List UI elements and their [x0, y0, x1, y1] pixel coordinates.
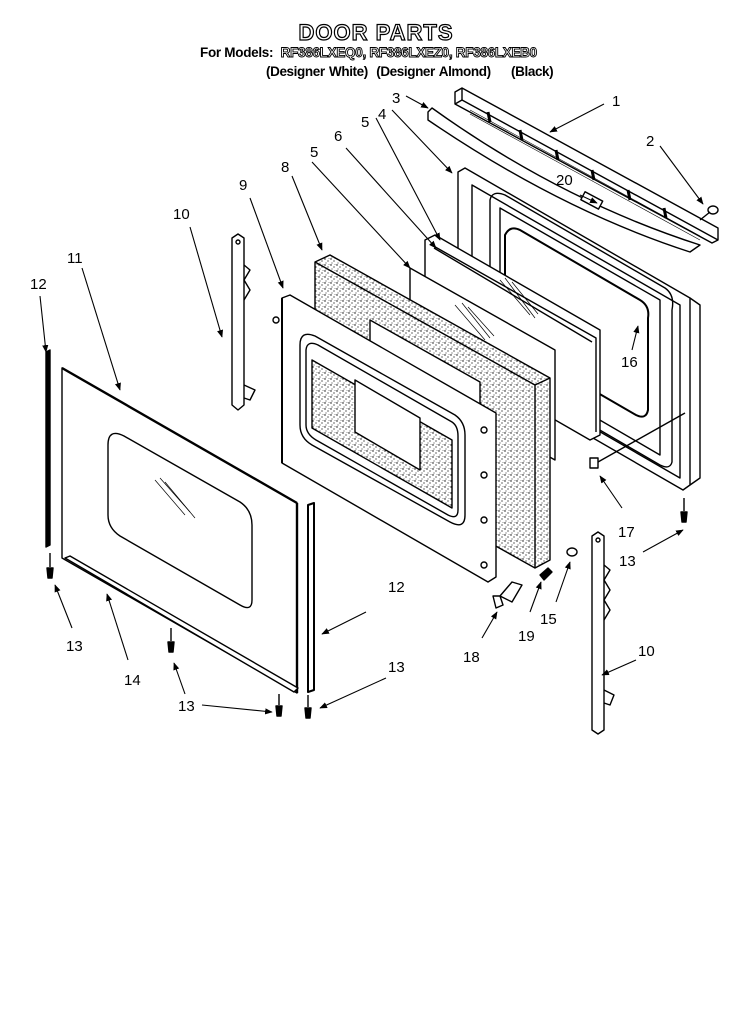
- page-title: DOOR PARTS: [298, 19, 454, 45]
- model-number: RF386LXEB0: [455, 45, 537, 61]
- callout-20: 20: [556, 172, 573, 189]
- bracket-part-18: [492, 581, 523, 609]
- callout-1: 1: [612, 93, 620, 110]
- color-designer-almond: (Designer Almond): [376, 64, 491, 79]
- trim-part-3: [427, 107, 701, 253]
- callout-11: 11: [67, 250, 83, 267]
- screw-part-19: [539, 567, 553, 581]
- callout-4: 4: [378, 106, 386, 123]
- callout-13: 13: [178, 698, 195, 715]
- model-number: RF386LXEQ0,: [280, 45, 366, 61]
- callout-15: 15: [540, 611, 557, 628]
- outer-door-glass-part-11: [61, 366, 299, 694]
- color-designer-white: (Designer White): [266, 64, 368, 79]
- side-trim-part-12-left: [45, 349, 51, 548]
- hinge-bracket-part-10-right: [591, 531, 615, 735]
- callout-12: 12: [388, 579, 405, 596]
- callout-3: 3: [392, 90, 400, 107]
- screw-part-13: [680, 498, 688, 523]
- callout-17: 17: [618, 524, 635, 541]
- callout-12: 12: [30, 276, 47, 293]
- callout-14: 14: [124, 672, 141, 689]
- bumper-part-15: [566, 547, 578, 557]
- hinge-bracket-part-10-left: [231, 233, 256, 411]
- vent-trim-part-1: [454, 87, 719, 244]
- color-black: (Black): [511, 64, 554, 79]
- callout-8: 8: [281, 159, 289, 176]
- callout-6: 6: [334, 128, 342, 145]
- screw-part-2: [699, 205, 719, 221]
- model-number: RF386LXEZ0,: [369, 45, 453, 61]
- callout-16: 16: [621, 354, 638, 371]
- model-colors: (Designer White) (Designer Almond) (Blac…: [266, 64, 557, 79]
- models-label: For Models:: [200, 45, 274, 60]
- clip-part-17: [589, 457, 599, 469]
- callout-10: 10: [173, 206, 190, 223]
- callout-13: 13: [66, 638, 83, 655]
- screw-part-13: [46, 553, 54, 579]
- callout-13: 13: [619, 553, 636, 570]
- screw-part-13: [167, 628, 175, 653]
- callouts: 1 2 3 4 5 6 5 8 9 10 11 12 20 16 17 13 1…: [30, 90, 655, 715]
- callout-5: 5: [310, 144, 318, 161]
- screw-part-13: [304, 695, 312, 719]
- callout-18: 18: [463, 649, 480, 666]
- screw-part-13: [275, 694, 283, 717]
- callout-13: 13: [388, 659, 405, 676]
- inner-door-panel-part-9: [272, 294, 497, 583]
- leader-lines: [39, 95, 704, 715]
- callout-9: 9: [239, 177, 247, 194]
- side-trim-part-12-right: [307, 502, 315, 693]
- model-list: For Models: RF386LXEQ0, RF386LXEZ0, RF38…: [200, 45, 538, 61]
- bottom-trim-part-14: [64, 555, 299, 693]
- callout-19: 19: [518, 628, 535, 645]
- callout-10: 10: [638, 643, 655, 660]
- callout-5: 5: [361, 114, 369, 131]
- callout-2: 2: [646, 133, 654, 150]
